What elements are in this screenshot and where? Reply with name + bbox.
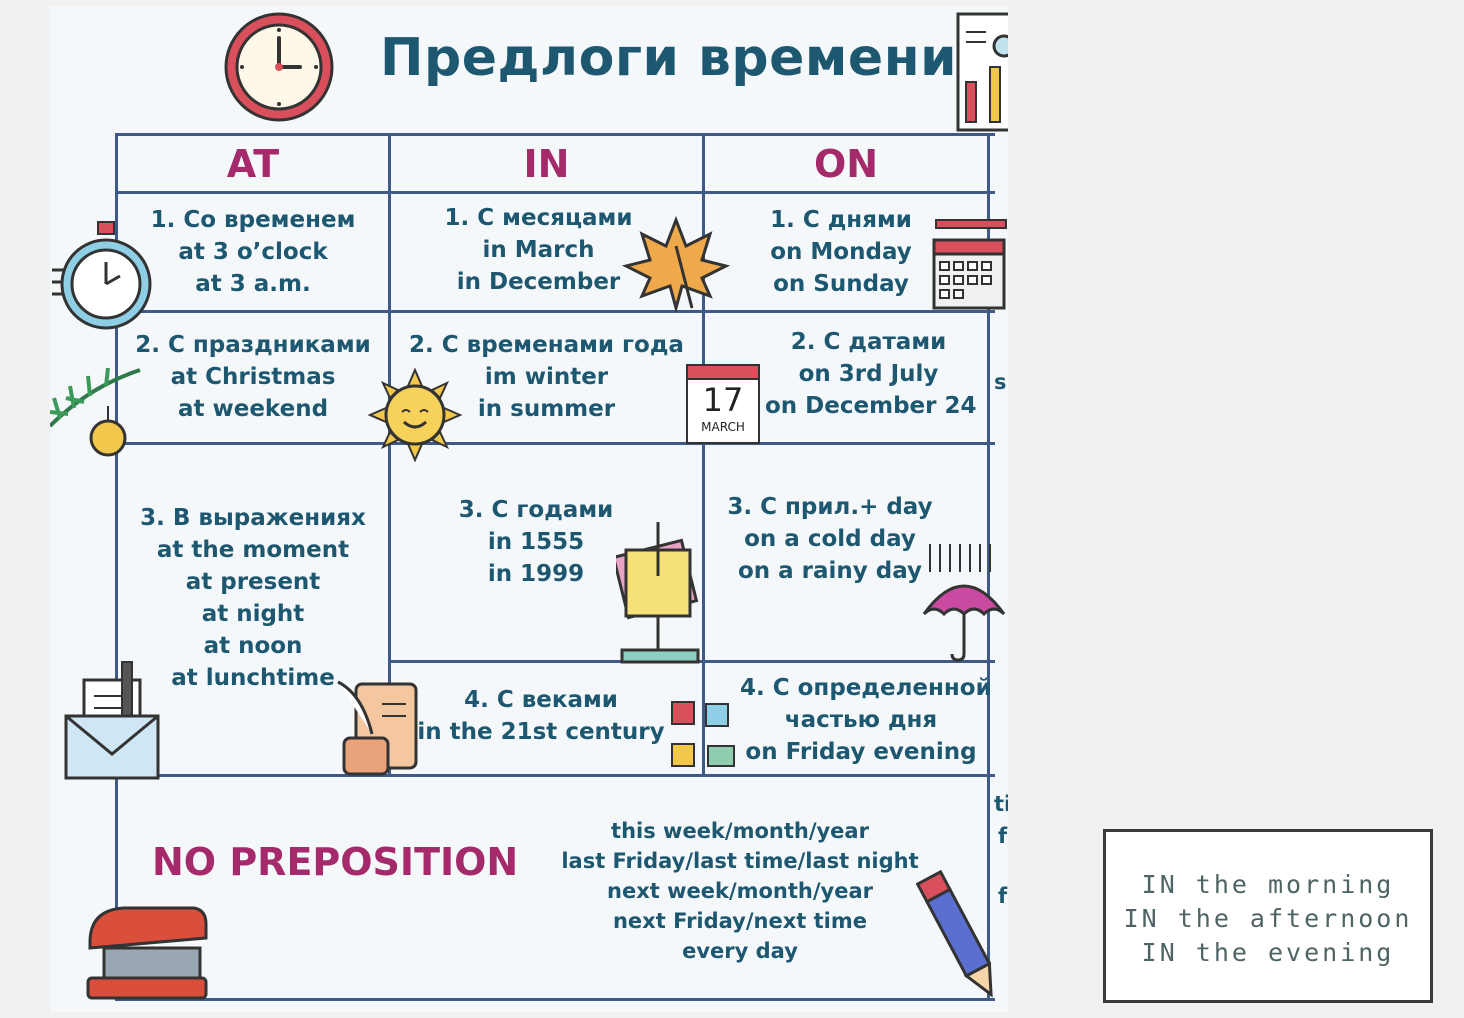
cell-line: 3. В выражениях — [140, 505, 366, 531]
grid-left — [115, 133, 118, 1001]
note-box: IN the morning IN the afternoon IN the e… — [1103, 829, 1433, 1003]
cell-line: частью дня — [784, 707, 938, 733]
note-line: IN the morning — [1141, 870, 1395, 899]
calendar-day: 17 — [702, 381, 744, 419]
cell-line: at 3 o’clock — [178, 239, 328, 265]
cell-line: in December — [456, 269, 621, 295]
grid-row4-bottom — [115, 774, 995, 777]
at-cell-time: 1. Со временем at 3 o’clock at 3 a.m. — [118, 204, 388, 300]
column-header-at: AT — [226, 142, 280, 186]
cell-line: 4. С определенной — [740, 675, 992, 701]
no-preposition-label: NO PREPOSITION — [152, 840, 519, 884]
stapler-icon — [86, 906, 208, 1000]
umbrella-icon — [922, 544, 1006, 662]
in-cell-years: 3. С годами in 1555 in 1999 — [391, 494, 681, 590]
calendar-date-icon: 17 MARCH — [686, 364, 760, 444]
cell-line: at 3 a.m. — [195, 271, 311, 297]
calendar-icon — [932, 219, 1007, 310]
cell-line: at night — [201, 601, 305, 627]
cell-line: 2. С праздниками — [135, 332, 371, 358]
at-cell-holidays: 2. С праздниками at Christmas at weekend — [118, 329, 388, 425]
grid-top — [115, 133, 995, 136]
cell-line: at lunchtime — [171, 665, 335, 691]
note-lines: IN the morning IN the afternoon IN the e… — [1106, 868, 1430, 970]
sun-icon — [368, 368, 462, 462]
scroll-quill-icon — [337, 680, 418, 776]
note-line: IN the afternoon — [1123, 904, 1413, 933]
cell-line: on Friday evening — [745, 739, 977, 765]
note-line: IN the evening — [1141, 938, 1395, 967]
cell-line: on December 24 — [765, 393, 977, 419]
maple-leaf-icon — [622, 216, 730, 312]
letter-envelope-icon — [64, 661, 160, 780]
grid-col2 — [702, 133, 705, 776]
pencil-icon — [916, 870, 993, 998]
edge-fragment: si — [994, 370, 1008, 394]
calendar-month: MARCH — [701, 420, 745, 434]
cell-line: at present — [185, 569, 321, 595]
edge-fragment: f — [998, 884, 1008, 908]
on-cell-adjective-day: 3. С прил.+ day on a cold day on a rainy… — [705, 491, 955, 587]
list-item: every day — [682, 939, 798, 963]
cell-line: 2. С датами — [790, 329, 947, 355]
cell-line: 3. С годами — [458, 497, 614, 523]
christmas-branch-icon — [50, 367, 141, 457]
on-cell-days: 1. С днями on Monday on Sunday — [705, 204, 977, 300]
no-preposition-list: this week/month/year last Friday/last ti… — [555, 816, 925, 966]
stopwatch-icon — [52, 221, 152, 330]
cell-line: on 3rd July — [798, 361, 939, 387]
grid-row2-bottom — [115, 442, 995, 445]
at-cell-expressions: 3. В выражениях at the moment at present… — [118, 502, 388, 694]
cell-line: at the moment — [156, 537, 350, 563]
list-item: next Friday/next time — [612, 909, 867, 933]
column-header-in: IN — [523, 142, 570, 186]
report-chart-icon — [956, 12, 1008, 132]
cell-line: in 1999 — [487, 561, 585, 587]
in-cell-seasons: 2. С временами года im winter in summer — [391, 329, 702, 425]
infographic-poster: Предлоги времени AT IN ON 1. Со временем… — [50, 6, 1008, 1012]
cell-line: at noon — [203, 633, 303, 659]
cell-line: im winter — [484, 364, 609, 390]
grid-col3 — [987, 133, 990, 1001]
cell-line: in March — [482, 237, 595, 263]
cell-line: 1. Со временем — [150, 207, 356, 233]
sticky-note-lamp-icon — [616, 522, 700, 664]
list-item: next week/month/year — [607, 879, 873, 903]
cell-line: in summer — [477, 396, 616, 422]
edge-fragment: f — [998, 824, 1008, 848]
grid-header-bottom — [115, 191, 995, 194]
edge-fragment: ti — [994, 792, 1008, 816]
list-item: this week/month/year — [611, 819, 869, 843]
grid-row1-bottom — [115, 310, 995, 313]
cell-line: 1. С месяцами — [444, 205, 633, 231]
in-cell-centuries: 4. С веками in the 21st century — [391, 684, 691, 748]
wall-clock-icon — [224, 12, 334, 122]
cell-line: on a cold day — [744, 526, 916, 552]
cell-line: on a rainy day — [737, 558, 923, 584]
grid-bottom — [115, 998, 995, 1001]
cell-line: 1. С днями — [770, 207, 912, 233]
cell-line: 3. С прил.+ day — [727, 494, 933, 520]
cell-line: 2. С временами года — [409, 332, 684, 358]
cell-line: on Sunday — [773, 271, 909, 297]
on-cell-dates: 2. С датами on 3rd July on December 24 — [765, 326, 977, 422]
in-cell-months: 1. С месяцами in March in December — [391, 202, 686, 298]
cell-line: on Monday — [770, 239, 912, 265]
column-header-on: ON — [813, 142, 879, 186]
on-cell-part-of-day: 4. С определенной частью дня on Friday e… — [740, 672, 992, 768]
cell-line: 4. С веками — [464, 687, 618, 713]
list-item: last Friday/last time/last night — [561, 849, 919, 873]
cell-line: at Christmas — [170, 364, 336, 390]
puzzle-pieces-icon — [671, 701, 735, 767]
poster-title: Предлоги времени — [380, 28, 958, 88]
cell-line: in the 21st century — [417, 719, 665, 745]
grid-col1 — [388, 133, 391, 776]
cell-line: at weekend — [177, 396, 329, 422]
cell-line: in 1555 — [487, 529, 585, 555]
